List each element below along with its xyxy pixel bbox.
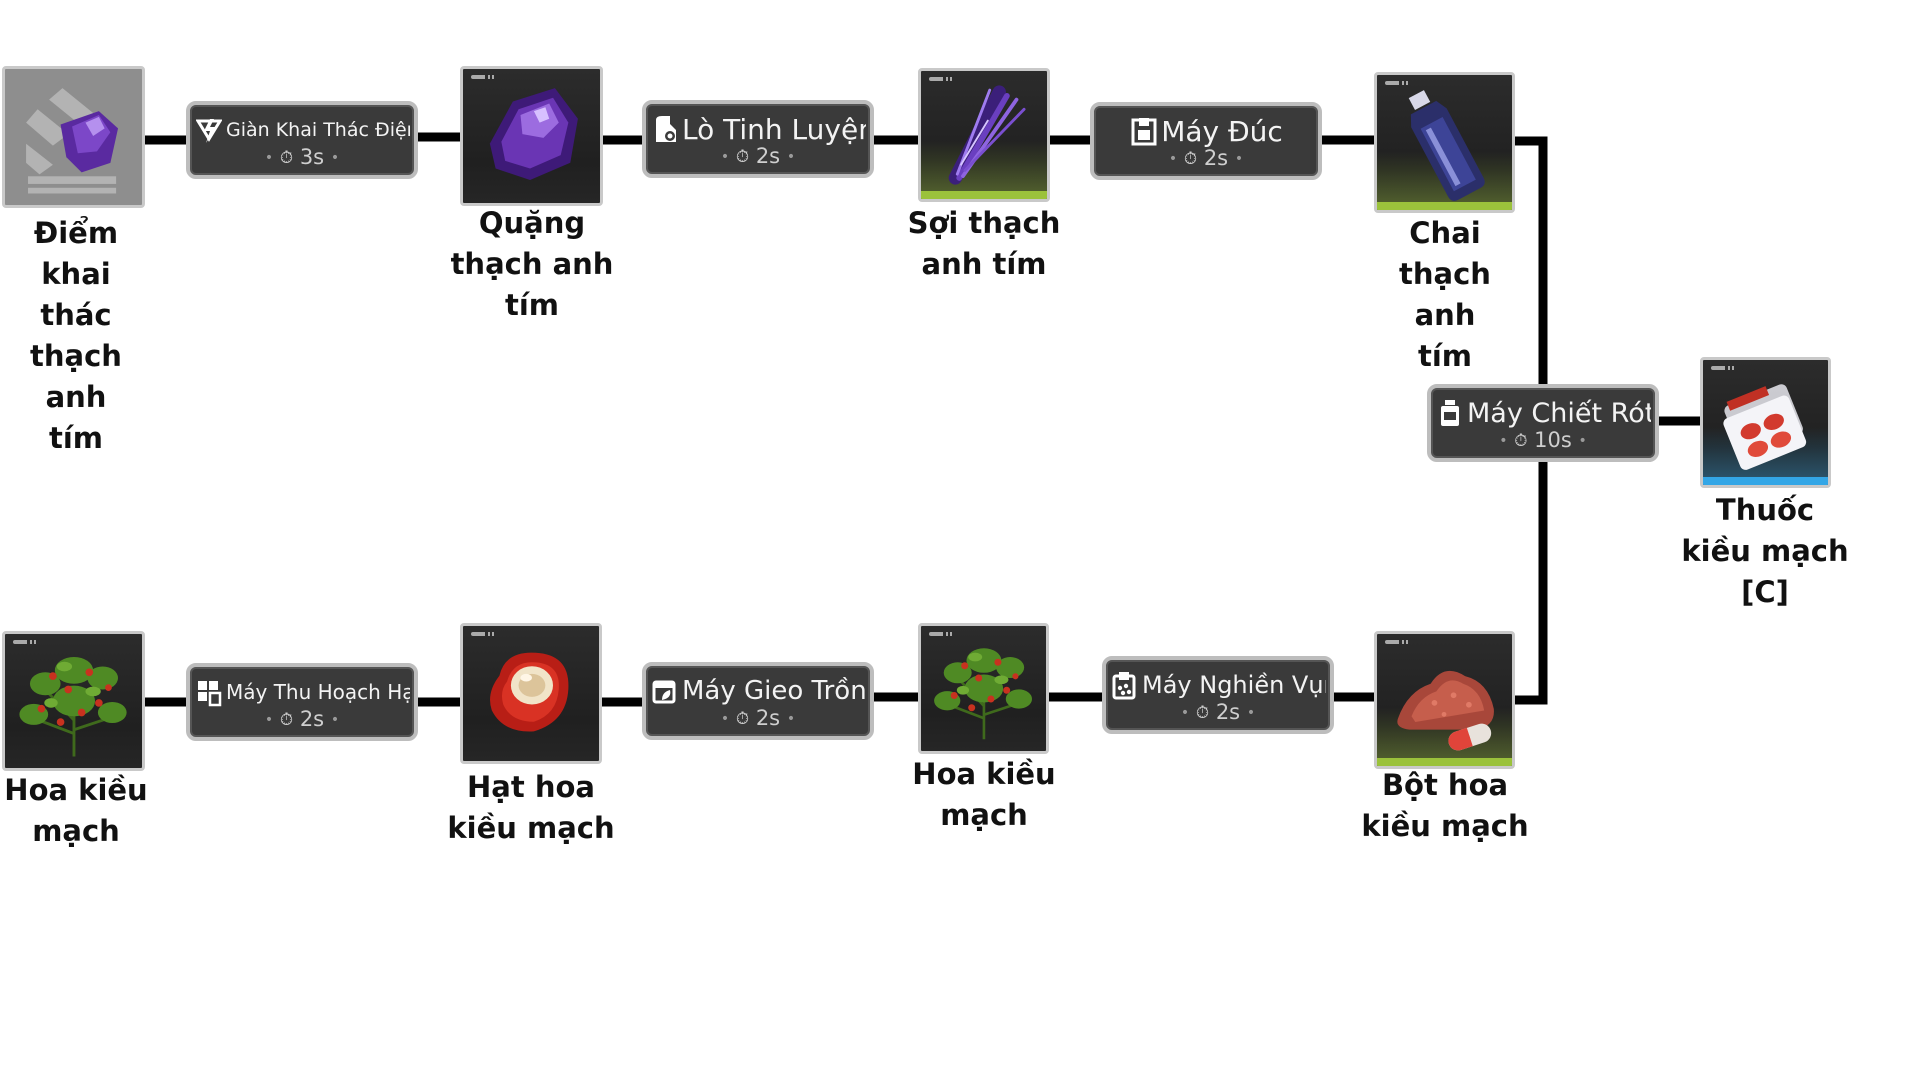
rarity-bar [921, 191, 1047, 199]
machine-time: • ⏱ 3s • [264, 145, 340, 169]
mining-rig-icon [196, 115, 223, 145]
rarity-bar [1377, 758, 1512, 766]
item-buckwheat-flower-grown[interactable] [918, 623, 1049, 754]
machine-electric-mining-rig[interactable]: Giàn Khai Thác Điện • ⏱ 3s • [186, 101, 418, 179]
machine-name: Giàn Khai Thác Điện [226, 119, 410, 141]
clock-icon: ⏱ [279, 710, 294, 730]
medicine-pack-icon [1723, 384, 1807, 470]
connector [1510, 136, 1548, 390]
machine-name: Máy Chiết Rót [1467, 397, 1651, 429]
machine-time: • ⏱ 2s • [1168, 146, 1244, 170]
buckwheat-plant-icon [934, 648, 1033, 740]
clock-icon: ⏱ [1183, 149, 1198, 169]
machine-time: • ⏱ 2s • [264, 707, 340, 731]
clock-icon: ⏱ [279, 148, 294, 168]
machine-filling[interactable]: Máy Chiết Rót • ⏱ 10s • [1427, 384, 1659, 462]
clock-icon: ⏱ [1195, 703, 1210, 723]
buckwheat-powder-icon [1397, 670, 1494, 751]
item-buckwheat-medicine[interactable] [1700, 357, 1831, 488]
item-amethyst-fiber[interactable] [918, 68, 1050, 202]
item-label-buckwheat-seed: Hạt hoa kiều mạch [447, 770, 615, 845]
machine-grinder[interactable]: Máy Nghiền Vụn • ⏱ 2s • [1102, 656, 1334, 734]
filling-machine-icon [1437, 398, 1463, 428]
item-label-amethyst-ore: Quặng thạch anh tím [450, 206, 614, 322]
item-label-amethyst-fiber: Sợi thạch anh tím [907, 206, 1061, 281]
machine-name: Máy Nghiền Vụn [1142, 671, 1326, 699]
buckwheat-plant-icon [19, 656, 127, 757]
clock-icon: ⏱ [735, 709, 750, 729]
item-label-buckwheat-flower-source: Hoa kiều mạch [4, 773, 148, 848]
item-buckwheat-powder[interactable] [1374, 631, 1515, 769]
item-label-buckwheat-flower-grown: Hoa kiều mạch [912, 757, 1056, 832]
clock-icon: ⏱ [1514, 431, 1528, 451]
item-label-buckwheat-medicine: Thuốc kiều mạch [C] [1681, 493, 1849, 609]
harvester-icon [196, 677, 222, 707]
casting-machine-icon [1131, 116, 1157, 146]
amethyst-deposit-icon [26, 88, 119, 194]
machine-refining-furnace[interactable]: Lò Tinh Luyện • ⏱ 2s • [642, 100, 874, 178]
clock-icon: ⏱ [735, 147, 750, 167]
planter-icon [652, 676, 678, 706]
amethyst-fiber-icon [948, 85, 1026, 185]
machine-name: Máy Thu Hoạch Hạt [226, 680, 410, 704]
item-amethyst-ore[interactable] [460, 66, 603, 206]
machine-time: • ⏱ 10s • [1499, 428, 1587, 452]
machine-name: Máy Đúc [1161, 114, 1283, 148]
item-amethyst-bottle[interactable] [1374, 72, 1515, 213]
item-buckwheat-flower-source[interactable] [2, 631, 145, 771]
rarity-bar [1377, 202, 1512, 210]
machine-seed-harvester[interactable]: Máy Thu Hoạch Hạt • ⏱ 2s • [186, 663, 418, 741]
item-label-amethyst-bottle: Chai thạch anh tím [1399, 216, 1491, 373]
buckwheat-seed-icon [490, 652, 569, 732]
machine-name: Lò Tinh Luyện [682, 112, 866, 146]
furnace-icon [652, 114, 678, 144]
machine-casting[interactable]: Máy Đúc • ⏱ 2s • [1090, 102, 1322, 180]
machine-time: • ⏱ 2s • [1180, 700, 1256, 724]
machine-planter[interactable]: Máy Gieo Trồng • ⏱ 2s • [642, 662, 874, 740]
machine-name: Máy Gieo Trồng [682, 676, 866, 706]
machine-time: • ⏱ 2s • [720, 144, 796, 168]
connector [1510, 457, 1548, 705]
amethyst-bottle-icon [1408, 90, 1485, 201]
machine-time: • ⏱ 2s • [720, 706, 796, 730]
item-label-buckwheat-powder: Bột hoa kiều mạch [1361, 768, 1529, 843]
grinder-icon [1112, 670, 1138, 700]
item-label-amethyst-deposit: Điểm khai thác thạch anh tím [30, 216, 122, 455]
rarity-bar [1703, 477, 1828, 485]
item-amethyst-deposit[interactable] [2, 66, 145, 208]
amethyst-ore-icon [489, 88, 578, 181]
item-buckwheat-seed[interactable] [460, 623, 602, 764]
